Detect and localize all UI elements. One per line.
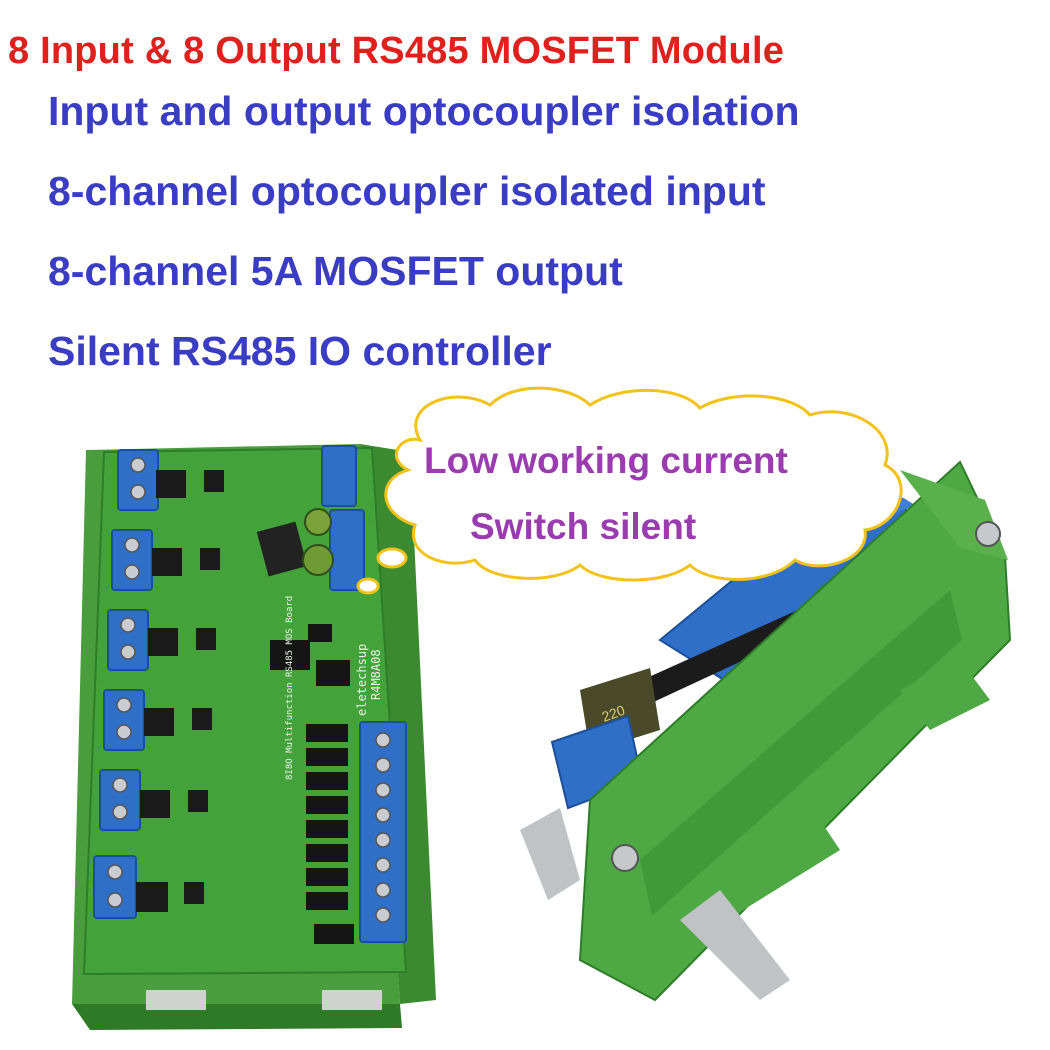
side-view-module: 220 <box>520 460 1012 1002</box>
board-silkscreen-brand: eletechsup <box>355 644 369 716</box>
terminal-screws-left <box>107 457 146 908</box>
callout-line-2: Switch silent <box>470 506 697 547</box>
optocoupler-chips <box>136 470 224 912</box>
mosfet-array <box>306 724 354 944</box>
feature-line-3: 8-channel 5A MOSFET output <box>48 248 623 294</box>
callout-line-1: Low working current <box>424 440 788 481</box>
output-terminal-block <box>359 721 407 943</box>
board-silkscreen-name: 8I8O Multifunction RS485 MOS Board <box>285 596 295 780</box>
main-ics <box>256 508 350 686</box>
board-silkscreen-model: R4M8A08 <box>369 649 383 700</box>
feature-line-1: Input and output optocoupler isolation <box>48 88 800 134</box>
input-terminal-blocks <box>93 449 159 919</box>
thought-cloud <box>356 386 903 595</box>
feature-line-4: Silent RS485 IO controller <box>48 328 552 374</box>
pcb-board <box>82 446 408 976</box>
feature-line-2: 8-channel optocoupler isolated input <box>48 168 766 214</box>
product-title: 8 Input & 8 Output RS485 MOSFET Module <box>8 30 785 72</box>
